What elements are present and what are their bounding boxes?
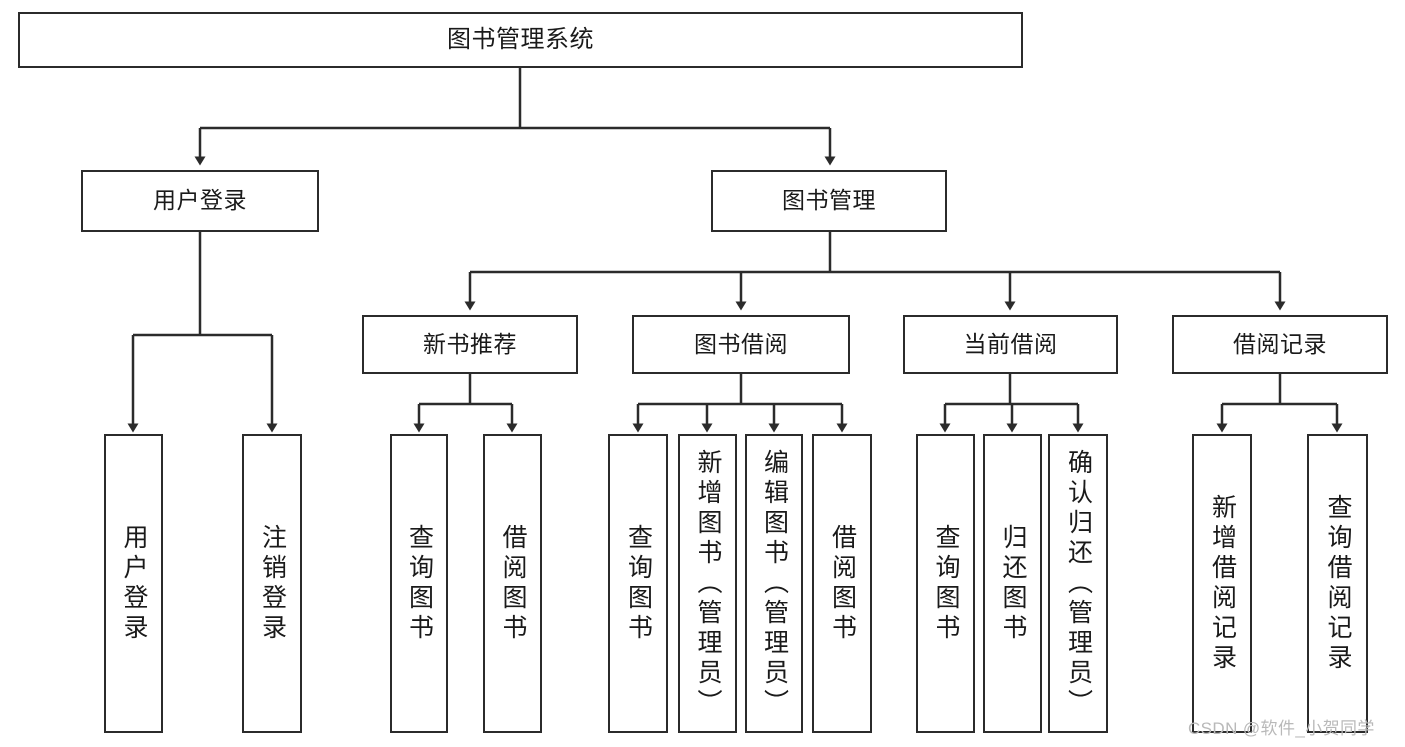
node-label: 查询图书	[405, 523, 434, 644]
node-leaf-bookborrow-query-book[interactable]: 查询图书	[608, 434, 668, 733]
node-user-login[interactable]: 用户登录	[81, 170, 319, 232]
node-label: 图书管理系统	[447, 25, 594, 53]
node-label: 归还图书	[999, 523, 1027, 644]
node-leaf-borrowrecord-query-record[interactable]: 查询借阅记录	[1307, 434, 1368, 733]
node-label: 查询图书	[932, 523, 960, 644]
node-root-book-management-system[interactable]: 图书管理系统	[18, 12, 1023, 68]
node-book-borrowing[interactable]: 图书借阅	[632, 315, 850, 374]
node-leaf-newbook-query-book[interactable]: 查询图书	[390, 434, 448, 733]
node-label: 新增图书（管理员）	[694, 448, 722, 719]
node-leaf-bookborrow-add-book-admin[interactable]: 新增图书（管理员）	[678, 434, 737, 733]
node-leaf-currentborrow-query-book[interactable]: 查询图书	[916, 434, 975, 733]
node-label: 新增借阅记录	[1208, 493, 1237, 674]
node-label: 查询借阅记录	[1324, 493, 1352, 674]
node-leaf-borrowrecord-add-record[interactable]: 新增借阅记录	[1192, 434, 1252, 733]
node-label: 图书借阅	[694, 330, 788, 357]
node-borrowing-record[interactable]: 借阅记录	[1172, 315, 1388, 374]
node-leaf-user-login-signout[interactable]: 注销登录	[242, 434, 302, 733]
node-leaf-bookborrow-edit-book-admin[interactable]: 编辑图书（管理员）	[745, 434, 803, 733]
node-label: 用户登录	[120, 523, 148, 644]
node-book-management[interactable]: 图书管理	[711, 170, 947, 232]
node-leaf-bookborrow-borrow-book[interactable]: 借阅图书	[812, 434, 872, 733]
node-label: 借阅图书	[828, 523, 857, 644]
node-label: 编辑图书（管理员）	[760, 448, 789, 719]
node-label: 新书推荐	[423, 330, 517, 357]
node-label: 图书管理	[782, 187, 876, 214]
node-label: 借阅图书	[499, 523, 527, 644]
node-label: 注销登录	[258, 523, 287, 644]
node-label: 查询图书	[624, 523, 653, 644]
node-label: 确认归还（管理员）	[1064, 448, 1093, 719]
node-label: 用户登录	[153, 187, 247, 214]
node-leaf-currentborrow-confirm-return-admin[interactable]: 确认归还（管理员）	[1048, 434, 1108, 733]
node-label: 当前借阅	[963, 330, 1058, 357]
node-label: 借阅记录	[1233, 330, 1327, 357]
node-new-book-recommendation[interactable]: 新书推荐	[362, 315, 578, 374]
node-leaf-currentborrow-return-book[interactable]: 归还图书	[983, 434, 1042, 733]
node-current-borrowing[interactable]: 当前借阅	[903, 315, 1118, 374]
node-leaf-newbook-borrow-book[interactable]: 借阅图书	[483, 434, 542, 733]
node-leaf-user-login-signin[interactable]: 用户登录	[104, 434, 163, 733]
watermark: CSDN @软件_小贺同学	[1188, 719, 1375, 738]
